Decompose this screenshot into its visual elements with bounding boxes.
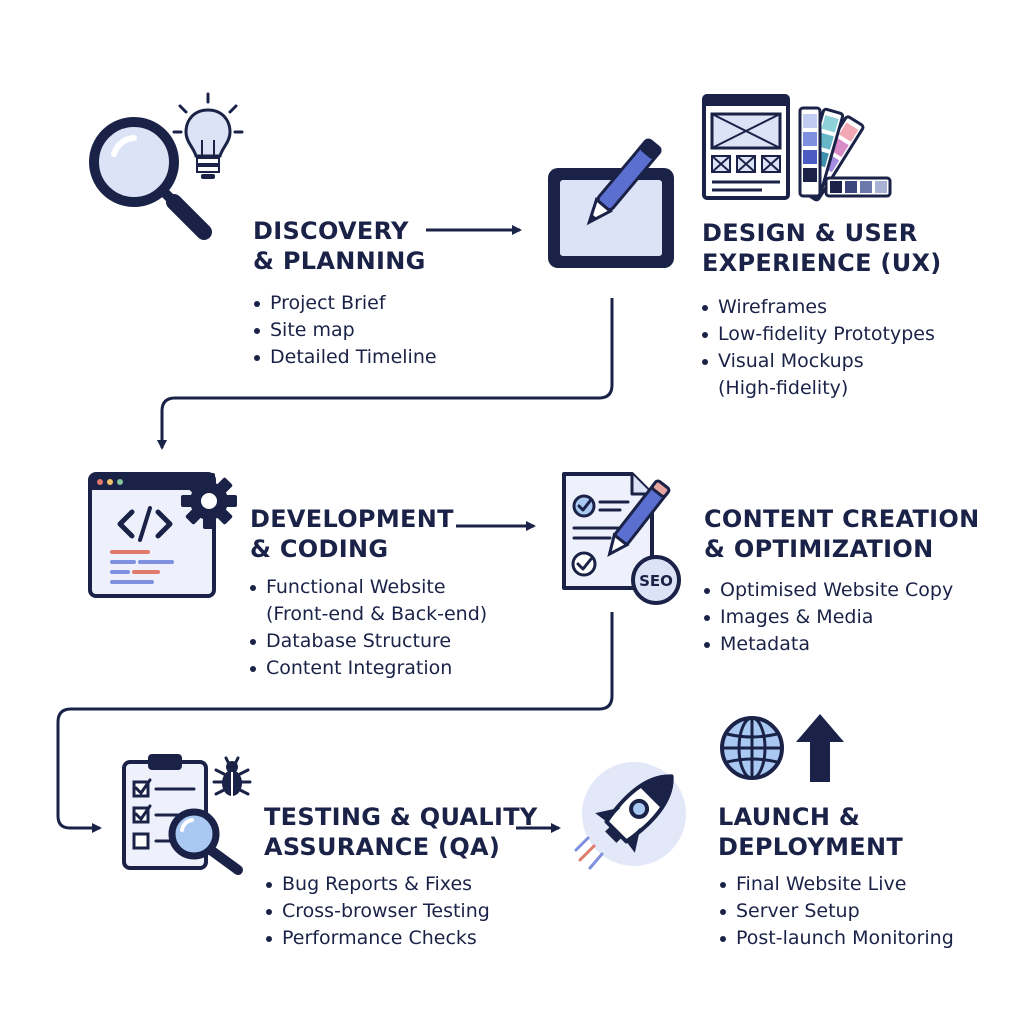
bullet-text: Final Website Live <box>736 873 907 895</box>
list-item: Project Brief <box>254 290 437 317</box>
list-item: Cross-browser Testing <box>266 898 490 925</box>
list-item: Wireframes <box>702 294 935 321</box>
title-line: DEVELOPMENT <box>250 505 454 533</box>
step-title-development: DEVELOPMENT & CODING <box>250 504 454 564</box>
bullet-text: Metadata <box>720 633 810 655</box>
bullet-text: Performance Checks <box>282 927 477 949</box>
bullet-text: Site map <box>270 319 355 341</box>
title-line: & OPTIMIZATION <box>704 535 934 563</box>
color-swatch-icon <box>798 106 892 202</box>
title-line: CONTENT CREATION <box>704 505 980 533</box>
bullet-text: Bug Reports & Fixes <box>282 873 473 895</box>
step-title-content: CONTENT CREATION & OPTIMIZATION <box>704 504 979 564</box>
list-item: Images & Media <box>704 604 953 631</box>
seo-badge-icon: SEO <box>631 555 681 605</box>
title-line: LAUNCH & <box>718 803 861 831</box>
title-line: & PLANNING <box>253 247 426 275</box>
deliverables-list-development: Functional Website (Front-end & Back-end)… <box>250 574 487 682</box>
bullet-text: Project Brief <box>270 292 386 314</box>
lightbulb-icon <box>172 92 244 179</box>
deliverables-list-discovery: Project Brief Site map Detailed Timeline <box>254 290 437 371</box>
bullet-text: Cross-browser Testing <box>282 900 490 922</box>
bullet-text: Functional Website <box>266 576 446 598</box>
gear-icon <box>181 473 237 529</box>
step-title-testing: TESTING & QUALITY ASSURANCE (QA) <box>264 802 538 862</box>
bullet-text: Content Integration <box>266 657 453 679</box>
magnifier-icon <box>168 808 243 875</box>
list-item: Database Structure <box>250 628 487 655</box>
list-item: Low-fidelity Prototypes <box>702 321 935 348</box>
bullet-text: Detailed Timeline <box>270 346 437 368</box>
list-item: Metadata <box>704 631 953 658</box>
bullet-text: Low-fidelity Prototypes <box>718 323 935 345</box>
title-line: DESIGN & USER <box>702 219 918 247</box>
title-line: & CODING <box>250 535 389 563</box>
step-title-design: DESIGN & USER EXPERIENCE (UX) <box>702 218 942 278</box>
bug-icon <box>212 756 252 796</box>
globe-icon <box>720 716 784 780</box>
title-line: DISCOVERY <box>253 217 409 245</box>
list-item: Final Website Live <box>720 871 954 898</box>
up-arrow-icon <box>796 714 844 782</box>
deliverables-list-testing: Bug Reports & Fixes Cross-browser Testin… <box>266 871 490 952</box>
magnifier-icon <box>89 117 212 240</box>
title-line: ASSURANCE (QA) <box>264 833 501 861</box>
list-item: Site map <box>254 317 437 344</box>
list-item: Performance Checks <box>266 925 490 952</box>
bullet-continuation: (High-fidelity) <box>718 377 849 399</box>
title-line: DEPLOYMENT <box>718 833 904 861</box>
deliverables-list-launch: Final Website Live Server Setup Post-lau… <box>720 871 954 952</box>
step-title-discovery: DISCOVERY & PLANNING <box>253 216 426 276</box>
bullet-text: Images & Media <box>720 606 874 628</box>
step-title-launch: LAUNCH & DEPLOYMENT <box>718 802 903 862</box>
title-line: TESTING & QUALITY <box>264 803 538 831</box>
bullet-text: Database Structure <box>266 630 452 652</box>
wireframe-icon <box>702 94 790 200</box>
document-pencil-icon <box>562 472 671 590</box>
deliverables-list-content: Optimised Website Copy Images & Media Me… <box>704 577 953 658</box>
bullet-continuation: (Front-end & Back-end) <box>266 603 488 625</box>
list-item: Functional Website (Front-end & Back-end) <box>250 574 487 628</box>
list-item: Bug Reports & Fixes <box>266 871 490 898</box>
bullet-text: Server Setup <box>736 900 860 922</box>
tablet-pen-icon <box>548 138 674 268</box>
bullet-text: Post-launch Monitoring <box>736 927 954 949</box>
list-item: Detailed Timeline <box>254 344 437 371</box>
list-item: Post-launch Monitoring <box>720 925 954 952</box>
seo-label: SEO <box>639 572 673 590</box>
title-line: EXPERIENCE (UX) <box>702 249 942 277</box>
bullet-text: Wireframes <box>718 296 827 318</box>
list-item: Content Integration <box>250 655 487 682</box>
deliverables-list-design: Wireframes Low-fidelity Prototypes Visua… <box>702 294 935 402</box>
list-item: Optimised Website Copy <box>704 577 953 604</box>
list-item: Server Setup <box>720 898 954 925</box>
bullet-text: Visual Mockups <box>718 350 864 372</box>
rocket-icon <box>574 762 686 870</box>
bullet-text: Optimised Website Copy <box>720 579 954 601</box>
list-item: Visual Mockups (High-fidelity) <box>702 348 935 402</box>
